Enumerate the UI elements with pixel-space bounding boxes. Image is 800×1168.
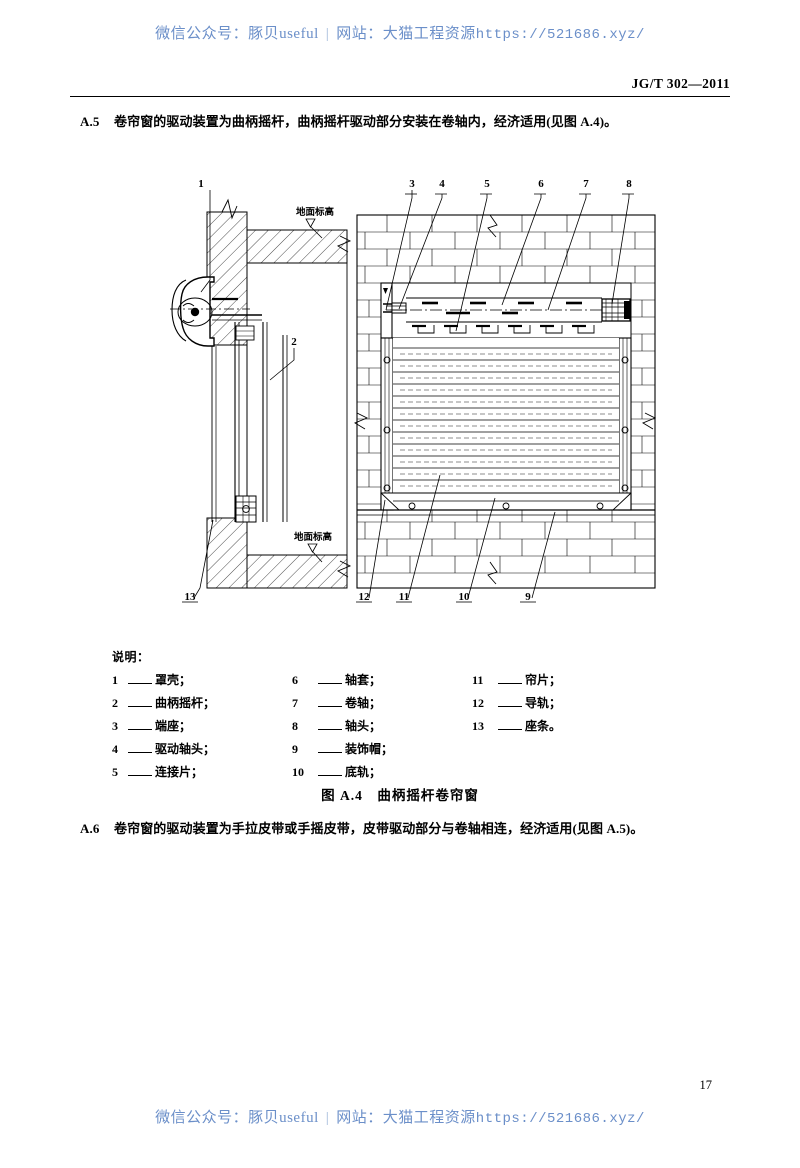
callout-1: 1 bbox=[198, 178, 204, 190]
legend-dash-icon bbox=[318, 775, 342, 776]
watermark-site-label: 网站： bbox=[336, 1110, 383, 1126]
legend-item-number: 2 bbox=[112, 696, 118, 710]
watermark-url: https://521686.xyz/ bbox=[475, 27, 645, 43]
legend-item: 4 驱动轴头； bbox=[112, 740, 292, 763]
watermark-wechat-label: 微信公众号： bbox=[155, 1110, 249, 1126]
legend-column-2: 6 轴套； 7 卷轴； 8 轴头； 9 装饰帽； 10 底轨； bbox=[292, 671, 472, 786]
watermark-site-name: 大猫工程资源 bbox=[382, 1110, 476, 1126]
callout-7: 7 bbox=[583, 178, 589, 190]
legend-item-number: 13 bbox=[472, 719, 484, 733]
legend-dash-icon bbox=[318, 683, 342, 684]
legend-dash-icon bbox=[318, 752, 342, 753]
legend-item-number: 3 bbox=[112, 719, 118, 733]
callout-2: 2 bbox=[291, 336, 297, 348]
legend-item: 7 卷轴； bbox=[292, 694, 472, 717]
legend-item: 12 导轨； bbox=[472, 694, 652, 717]
standard-number: JG/T 302—2011 bbox=[631, 76, 730, 91]
watermark-site-label: 网站： bbox=[336, 26, 383, 42]
legend-item: 13 座条。 bbox=[472, 717, 652, 740]
watermark-site-name: 大猫工程资源 bbox=[382, 26, 476, 42]
callout-9: 9 bbox=[525, 591, 531, 603]
legend-item-number: 7 bbox=[292, 696, 298, 710]
legend-item-label: 装饰帽； bbox=[345, 742, 394, 756]
watermark-wechat-name: 豚贝useful bbox=[248, 1110, 319, 1126]
callout-8: 8 bbox=[626, 178, 632, 190]
paragraph-a5-text: 卷帘窗的驱动装置为曲柄摇杆，曲柄摇杆驱动部分安装在卷轴内，经济适用(见图 A.4… bbox=[114, 114, 618, 129]
watermark-separator: | bbox=[325, 26, 330, 42]
paragraph-a5: A.5 卷帘窗的驱动装置为曲柄摇杆，曲柄摇杆驱动部分安装在卷轴内，经济适用(见图 … bbox=[80, 112, 735, 132]
legend-item: 5 连接片； bbox=[112, 763, 292, 786]
figure-legend: 说明： 1 罩壳； 2 曲柄摇杆； 3 端座； 4 驱动轴头； 5 连接片； 6 轴套； 7… bbox=[112, 648, 672, 786]
legend-dash-icon bbox=[128, 775, 152, 776]
callout-4: 4 bbox=[439, 178, 445, 190]
header-rule bbox=[70, 96, 730, 97]
callout-10: 10 bbox=[459, 591, 471, 603]
legend-item-number: 5 bbox=[112, 765, 118, 779]
legend-item-number: 8 bbox=[292, 719, 298, 733]
callout-5: 5 bbox=[484, 178, 490, 190]
ground-elevation-note-upper: 地面标高 bbox=[296, 206, 335, 218]
legend-item-label: 底轨； bbox=[345, 765, 382, 779]
legend-dash-icon bbox=[498, 683, 522, 684]
legend-item-label: 罩壳； bbox=[155, 673, 192, 687]
legend-item-number: 12 bbox=[472, 696, 484, 710]
legend-item-label: 曲柄摇杆； bbox=[155, 696, 216, 710]
paragraph-a6-number: A.6 bbox=[80, 821, 100, 836]
legend-item-number: 11 bbox=[472, 673, 484, 687]
ground-elevation-note-lower: 地面标高 bbox=[294, 531, 333, 543]
legend-dash-icon bbox=[128, 729, 152, 730]
watermark-top: 微信公众号：豚贝useful | 网站：大猫工程资源https://521686.x… bbox=[0, 22, 800, 43]
callout-12: 12 bbox=[359, 591, 371, 603]
legend-item-label: 座条。 bbox=[525, 719, 562, 733]
paragraph-a6-text: 卷帘窗的驱动装置为手拉皮带或手摇皮带，皮带驱动部分与卷轴相连，经济适用(见图 A… bbox=[114, 821, 644, 836]
legend-item-label: 驱动轴头； bbox=[155, 742, 216, 756]
legend-item: 10 底轨； bbox=[292, 763, 472, 786]
legend-item-label: 连接片； bbox=[155, 765, 204, 779]
legend-item: 2 曲柄摇杆； bbox=[112, 694, 292, 717]
legend-columns: 1 罩壳； 2 曲柄摇杆； 3 端座； 4 驱动轴头； 5 连接片； 6 轴套； 7 卷轴； … bbox=[112, 671, 672, 786]
watermark-wechat-name: 豚贝useful bbox=[248, 26, 319, 42]
legend-item-label: 轴套； bbox=[345, 673, 382, 687]
legend-item: 9 装饰帽； bbox=[292, 740, 472, 763]
legend-item-number: 10 bbox=[292, 765, 304, 779]
callout-3: 3 bbox=[409, 178, 415, 190]
legend-dash-icon bbox=[498, 729, 522, 730]
callout-11: 11 bbox=[399, 591, 409, 603]
figure-a4-drawing: 1 3 4 5 6 7 8 2 13 12 11 10 9 地面标高 地面标高 bbox=[150, 170, 670, 620]
legend-dash-icon bbox=[128, 706, 152, 707]
legend-item: 11 帘片； bbox=[472, 671, 652, 694]
watermark-bottom: 微信公众号：豚贝useful | 网站：大猫工程资源https://521686.x… bbox=[0, 1106, 800, 1127]
legend-item: 8 轴头； bbox=[292, 717, 472, 740]
watermark-wechat-label: 微信公众号： bbox=[155, 26, 249, 42]
legend-item: 3 端座； bbox=[112, 717, 292, 740]
legend-item-number: 9 bbox=[292, 742, 298, 756]
watermark-url: https://521686.xyz/ bbox=[475, 1111, 645, 1127]
paragraph-a5-number: A.5 bbox=[80, 114, 100, 129]
legend-item-label: 帘片； bbox=[525, 673, 562, 687]
watermark-separator: | bbox=[325, 1110, 330, 1126]
page-number: 17 bbox=[699, 1078, 713, 1092]
legend-item: 1 罩壳； bbox=[112, 671, 292, 694]
legend-item-label: 卷轴； bbox=[345, 696, 382, 710]
paragraph-a6: A.6 卷帘窗的驱动装置为手拉皮带或手摇皮带，皮带驱动部分与卷轴相连，经济适用(见… bbox=[80, 819, 735, 839]
callout-6: 6 bbox=[538, 178, 544, 190]
legend-item-label: 轴头； bbox=[345, 719, 382, 733]
legend-item-label: 端座； bbox=[155, 719, 192, 733]
figure-caption: 图 A.4 曲柄摇杆卷帘窗 bbox=[321, 788, 479, 803]
legend-item-label: 导轨； bbox=[525, 696, 562, 710]
legend-column-1: 1 罩壳； 2 曲柄摇杆； 3 端座； 4 驱动轴头； 5 连接片； bbox=[112, 671, 292, 786]
legend-dash-icon bbox=[318, 729, 342, 730]
legend-item-number: 6 bbox=[292, 673, 298, 687]
callout-13: 13 bbox=[185, 591, 197, 603]
legend-dash-icon bbox=[498, 706, 522, 707]
legend-title: 说明： bbox=[112, 650, 150, 664]
legend-column-3: 11 帘片； 12 导轨； 13 座条。 bbox=[472, 671, 652, 786]
legend-item: 6 轴套； bbox=[292, 671, 472, 694]
legend-dash-icon bbox=[318, 706, 342, 707]
legend-dash-icon bbox=[128, 752, 152, 753]
legend-item-number: 1 bbox=[112, 673, 118, 687]
legend-item-number: 4 bbox=[112, 742, 118, 756]
legend-dash-icon bbox=[128, 683, 152, 684]
